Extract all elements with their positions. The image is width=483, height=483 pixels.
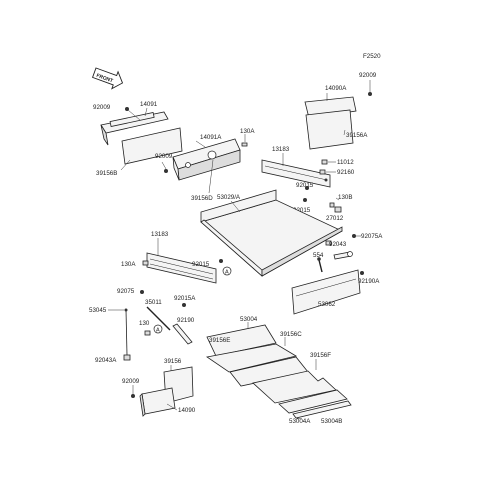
ref-marker-a-1: A (222, 266, 232, 276)
bolt-130 (144, 330, 151, 336)
callout-13183-a: 13183 (272, 146, 290, 153)
bolt-130b (329, 202, 335, 208)
callout-39156c: 39156C (280, 331, 302, 338)
callout-92190: 92190 (177, 317, 195, 324)
ref-marker-a-1-label: A (225, 270, 229, 276)
callout-92075a: 92075A (361, 233, 383, 240)
callout-53004b: 53004B (321, 418, 342, 425)
bolt-92015-b (303, 198, 307, 202)
callout-92015-c: 92015 (192, 261, 210, 268)
callout-130: 130 (139, 320, 150, 327)
callout-92043-a: 92043 (329, 241, 347, 248)
callout-14091a: 14091A (200, 134, 222, 141)
bolt-92015-c (219, 259, 223, 263)
callout-130b: 130B (338, 194, 352, 201)
part-11012 (321, 159, 328, 165)
callout-92015-b: 92015 (293, 207, 311, 214)
bolt-92009-a (125, 107, 129, 111)
callout-13183-b: 13183 (151, 231, 169, 238)
part-39156f-mat (252, 370, 337, 404)
callout-92015-a: 92015 (296, 182, 314, 189)
ref-marker-a-2: A (153, 324, 163, 334)
callout-53029a: 53029/A (217, 194, 241, 201)
part-53062-tailgate (291, 269, 361, 315)
part-53004-mat (206, 324, 277, 357)
part-53004a-mat (278, 389, 348, 414)
callout-14090: 14090 (178, 407, 196, 414)
callout-39156d: 39156D (191, 195, 213, 202)
callout-53004: 53004 (240, 316, 258, 323)
callout-39156: 39156 (164, 358, 182, 365)
part-92160 (319, 169, 326, 175)
part-39156b-pad (121, 127, 183, 165)
part-92190-rod (172, 323, 193, 345)
callout-39156a: 39156A (346, 132, 368, 139)
part-92043a (123, 354, 131, 361)
part-14091a-box (172, 138, 241, 181)
bolt-92190a (360, 271, 364, 275)
front-arrow-icon: FRONT (92, 67, 124, 90)
callout-53045: 53045 (89, 307, 107, 314)
callout-53062: 53062 (318, 301, 336, 308)
callout-53004a: 53004A (289, 418, 311, 425)
part-53045-cable (124, 308, 128, 356)
callout-39156f: 39156F (310, 352, 331, 359)
callout-39156b: 39156B (96, 170, 117, 177)
callout-35011: 35011 (145, 299, 162, 306)
callout-130a-b: 130A (121, 261, 136, 268)
callout-14091: 14091 (140, 101, 158, 108)
bolt-92043-a (325, 240, 332, 246)
bolt-92075 (140, 290, 144, 294)
callout-92009-d: 92009 (122, 378, 140, 385)
part-13183-rear-rail (261, 159, 331, 188)
callout-11012: 11012 (337, 159, 354, 166)
part-53004b-mat (292, 400, 352, 419)
ref-marker-a-2-label: A (156, 328, 160, 334)
figure-code: F2520 (363, 53, 381, 60)
callout-92009-a: 92009 (93, 104, 111, 111)
bolt-92075a (352, 234, 356, 238)
callout-92043a: 92043A (95, 357, 117, 364)
callout-27012: 27012 (326, 215, 344, 222)
part-13183-front-rail (146, 252, 217, 284)
part-554-rod (333, 251, 353, 260)
bolt-130a-b (142, 260, 149, 266)
bolt-92009-b (164, 169, 168, 173)
front-label: FRONT (95, 73, 113, 85)
part-27012 (334, 206, 342, 213)
callout-92015a: 92015A (174, 295, 196, 302)
bolt-92009-d (131, 394, 135, 398)
callout-130a-a: 130A (240, 128, 255, 135)
callout-39156e: 39156E (209, 337, 230, 344)
callout-92160: 92160 (337, 169, 355, 176)
callout-554: 554 (313, 252, 324, 259)
callout-14090a: 14090A (325, 85, 347, 92)
bolt-130a-a (241, 142, 248, 147)
part-554-pin (317, 257, 323, 273)
part-53029a-cargo-bed (200, 189, 343, 277)
bolt-92009-c (368, 92, 372, 96)
part-14091-cover (100, 111, 169, 146)
part-14090-cover (139, 387, 176, 417)
part-39156a-pad (305, 109, 354, 150)
part-35011-latch (146, 306, 171, 331)
callout-92009-b: 92009 (155, 153, 173, 160)
bolt-92015-a (305, 186, 309, 190)
bolt-92015a (182, 303, 186, 307)
callout-92190a: 92190A (358, 278, 380, 285)
callout-92009-c: 92009 (359, 72, 377, 79)
callout-92075: 92075 (117, 288, 135, 295)
